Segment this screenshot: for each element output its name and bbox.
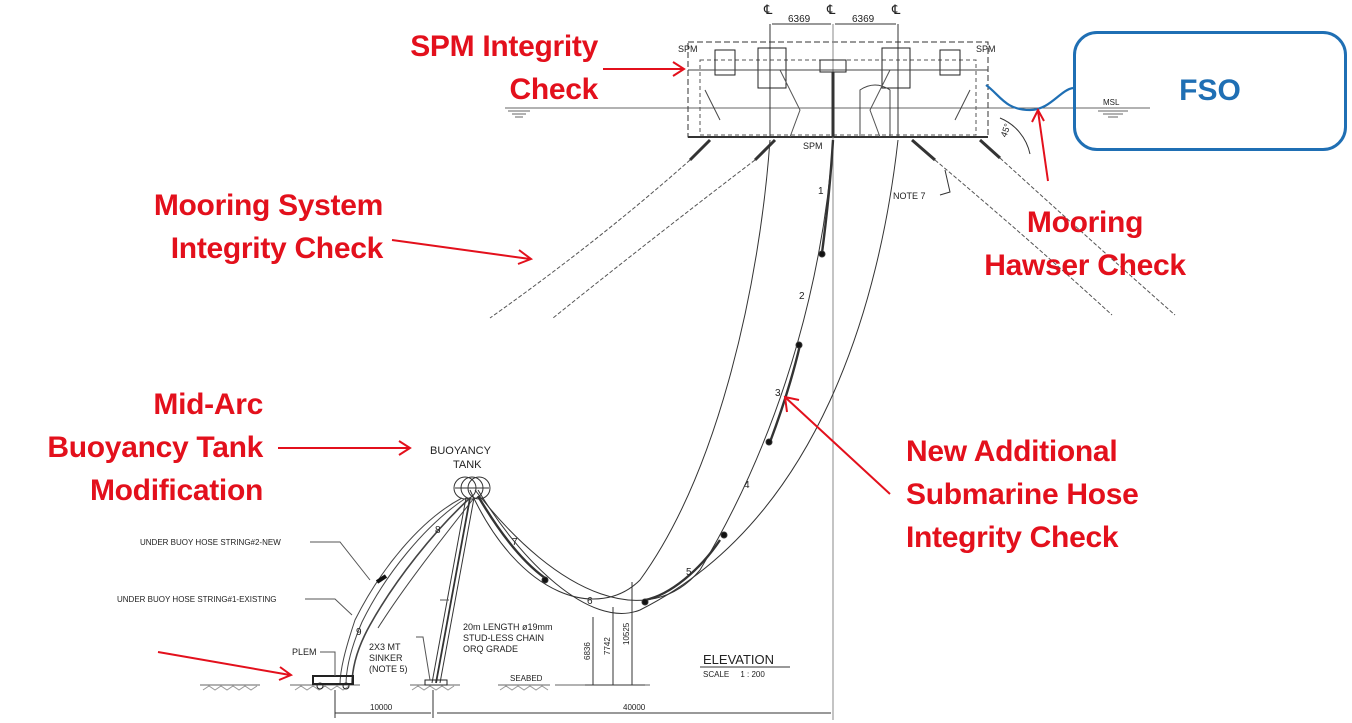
spm-buoy <box>687 23 989 720</box>
buoyancy-tank-label-2: TANK <box>453 459 482 471</box>
dimension-6369-right: 6369 <box>852 14 875 25</box>
hose-segment-5: 5 <box>686 567 692 578</box>
seabed <box>200 684 650 691</box>
water-level-symbol-right <box>1098 110 1128 118</box>
scale-label: SCALE 1 : 200 <box>703 670 765 679</box>
callout-mooring-system-integrity-check: Mooring System Integrity Check <box>100 184 383 270</box>
centerline-symbol-center: ℄ <box>826 2 836 17</box>
arrow-submarine-hose <box>783 395 891 495</box>
callout-line: Modification <box>89 474 263 507</box>
sinker-chains <box>431 497 475 684</box>
arrow-spm <box>603 61 686 77</box>
arrow-hawser <box>1031 107 1049 182</box>
hose-segment-3: 3 <box>775 388 781 399</box>
note-7-label: NOTE 7 <box>893 191 926 201</box>
spm-label-left: SPM <box>678 44 698 54</box>
chain-label-2: STUD-LESS CHAIN <box>463 633 544 643</box>
msl-label: MSL <box>1103 98 1120 107</box>
dimension-7742: 7742 <box>603 637 612 655</box>
dimension-40000: 40000 <box>623 703 646 712</box>
arrow-buoyancy-tank <box>278 440 412 456</box>
buoyancy-tank <box>453 476 491 500</box>
callout-line: Mid-Arc <box>153 388 263 421</box>
sinker-label-3: (NOTE 5) <box>369 664 408 674</box>
callout-submarine-hose-integrity-check: New Additional Submarine Hose Integrity … <box>906 430 1166 559</box>
dimension-10000: 10000 <box>370 703 393 712</box>
sinker-label-1: 2X3 MT <box>369 642 401 652</box>
centerline-symbol-left: ℄ <box>763 2 773 17</box>
mooring-chains-right <box>911 117 1176 316</box>
callout-line: Mooring System <box>153 189 383 222</box>
hose-string-2-label: UNDER BUOY HOSE STRING#2-NEW <box>140 538 281 547</box>
callout-line: Buoyancy Tank <box>47 431 263 464</box>
callout-mooring-hawser-check: Mooring Hawser Check <box>970 201 1200 287</box>
callout-line: New Additional <box>906 435 1118 468</box>
hose-segment-9: 9 <box>356 627 362 638</box>
callout-line: Integrity Check <box>906 521 1119 554</box>
plem-label: PLEM <box>292 647 317 657</box>
plem <box>312 651 354 690</box>
callout-line: Integrity Check <box>170 232 384 265</box>
hose-segment-7: 7 <box>512 537 518 548</box>
hose-segment-2: 2 <box>799 291 805 302</box>
dimension-6836: 6836 <box>583 642 592 660</box>
callout-arrows <box>157 61 1049 681</box>
dimension-6369-left: 6369 <box>788 14 811 25</box>
callout-line: Submarine Hose <box>906 478 1139 511</box>
seabed-label: SEABED <box>510 674 543 683</box>
chain-label-3: ORQ GRADE <box>463 644 518 654</box>
chain-label-1: 20m LENGTH ø19mm <box>463 622 553 632</box>
callout-line: Hawser Check <box>984 249 1186 282</box>
mooring-hawser <box>985 84 1074 112</box>
hose-segment-8: 8 <box>435 525 441 536</box>
hose-segment-1: 1 <box>818 186 824 197</box>
sinker-block <box>424 679 448 686</box>
fso-label: FSO <box>1179 74 1241 107</box>
sinker-label-2: SINKER <box>369 653 403 663</box>
callout-line: SPM Integrity <box>410 30 598 63</box>
dimension-10525: 10525 <box>622 622 631 645</box>
callout-line: Check <box>509 73 598 106</box>
submarine-hoses <box>469 139 899 614</box>
spm-label-right: SPM <box>976 44 996 54</box>
hose-string-1-label: UNDER BUOY HOSE STRING#1-EXISTING <box>117 595 276 604</box>
callout-spm-integrity-check: SPM Integrity Check <box>388 25 598 111</box>
horizontal-dimensions <box>334 690 831 718</box>
fso-vessel-box: FSO <box>1073 31 1347 151</box>
callout-mid-arc-buoyancy-tank-modification: Mid-Arc Buoyancy Tank Modification <box>20 383 263 512</box>
spm-label-bottom: SPM <box>803 141 823 151</box>
hose-segment-6: 6 <box>587 596 593 607</box>
water-level-symbol-left <box>508 110 530 118</box>
centerline-symbol-right: ℄ <box>891 2 901 17</box>
elevation-title: ELEVATION <box>703 652 774 667</box>
mooring-chains-left <box>489 138 777 319</box>
callout-line: Mooring <box>1026 206 1144 239</box>
arrow-plem <box>157 651 294 681</box>
vertical-dimensions <box>585 582 645 686</box>
buoyancy-tank-label-1: BUOYANCY <box>430 445 492 457</box>
arrow-mooring-system <box>391 239 534 265</box>
hose-segment-4: 4 <box>744 480 750 491</box>
under-buoy-hoses <box>339 497 475 686</box>
angle-label: 45° <box>999 122 1013 139</box>
